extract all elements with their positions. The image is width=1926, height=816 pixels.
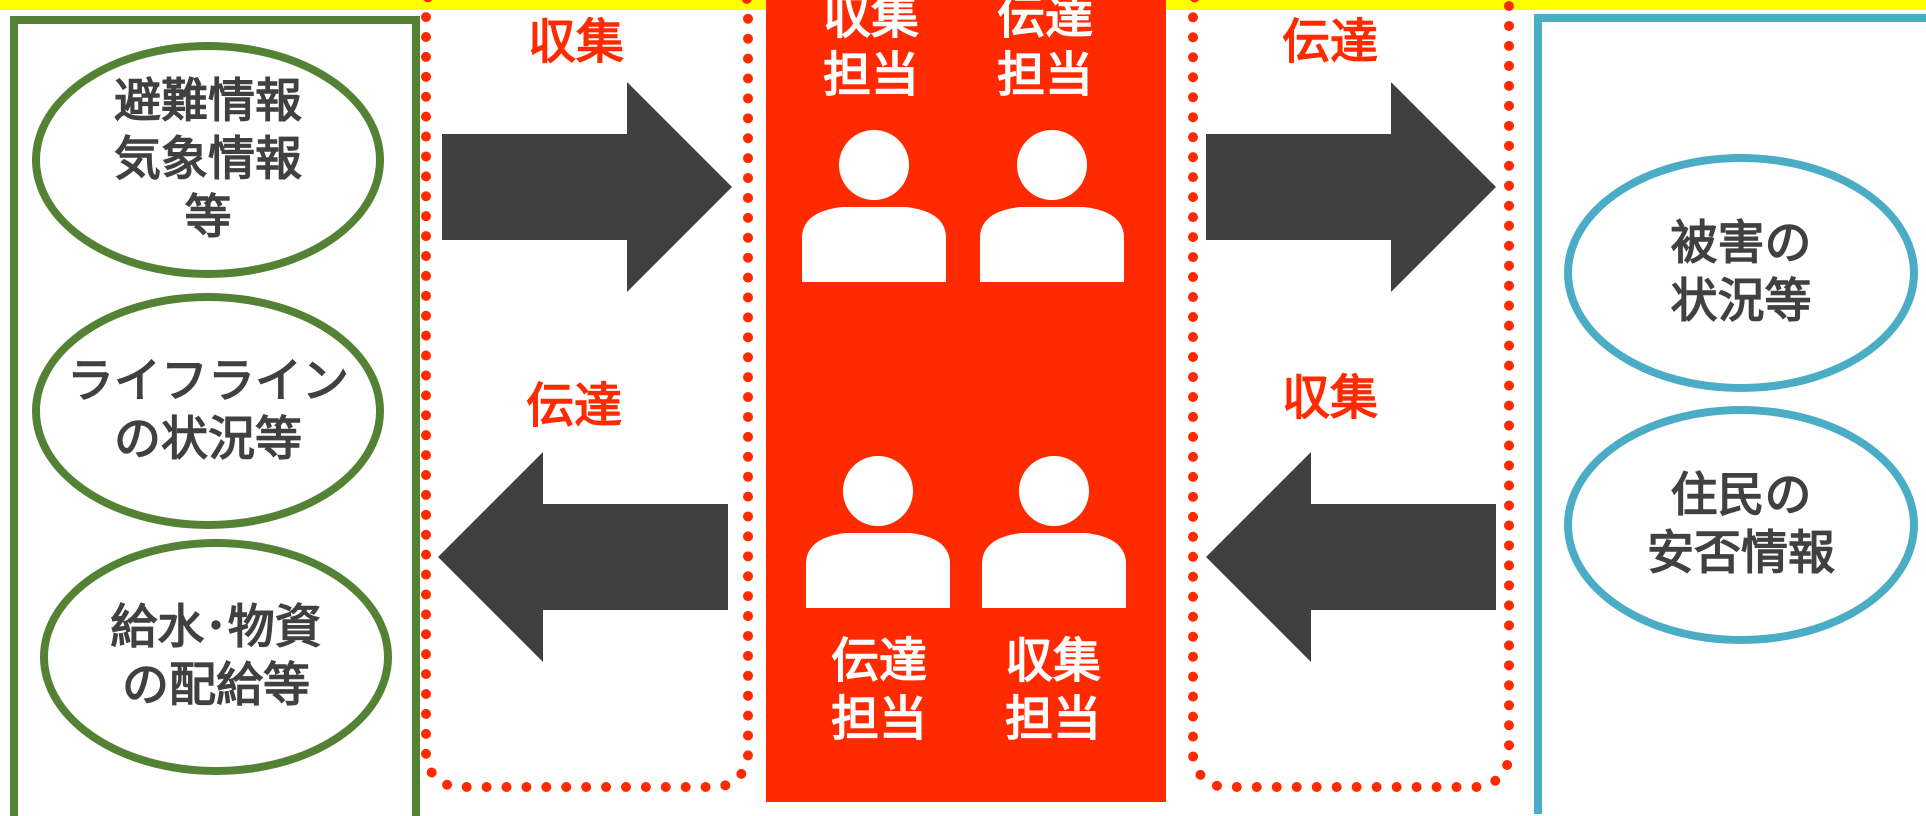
role-label-top-left: 収集 担当 xyxy=(822,0,919,103)
flow-label-left-top: 収集 xyxy=(527,14,624,70)
left-item-lifeline: ライフライン の状況等 xyxy=(32,293,384,529)
person-icon xyxy=(982,456,1126,608)
role-label-bottom-left: 伝達 担当 xyxy=(830,633,927,747)
right-item-label: 住民の 安否情報 xyxy=(1647,468,1835,581)
flow-label-right-top: 伝達 xyxy=(1281,14,1378,70)
left-item-label: 給水･物資 の配給等 xyxy=(110,600,322,713)
left-item-supply: 給水･物資 の配給等 xyxy=(40,539,392,775)
center-staff-panel xyxy=(766,0,1166,802)
right-item-damage: 被害の 状況等 xyxy=(1564,154,1918,392)
arrow-left-icon xyxy=(1206,452,1496,662)
role-label-top-right: 伝達 担当 xyxy=(996,0,1093,103)
arrow-right-icon xyxy=(442,82,732,292)
arrow-left-icon xyxy=(438,452,728,662)
left-flow-box xyxy=(421,0,753,792)
right-flow-box xyxy=(1188,0,1514,792)
left-info-panel xyxy=(10,16,420,816)
role-label-bottom-right: 収集 担当 xyxy=(1004,633,1101,747)
left-item-label: ライフライン の状況等 xyxy=(67,354,349,467)
right-item-safety: 住民の 安否情報 xyxy=(1564,406,1918,644)
flow-label-left-bottom: 伝達 xyxy=(525,378,622,434)
right-info-panel xyxy=(1534,14,1926,814)
right-item-label: 被害の 状況等 xyxy=(1670,216,1812,329)
person-icon xyxy=(802,130,946,282)
person-icon xyxy=(980,130,1124,282)
flow-label-right-bottom: 収集 xyxy=(1281,370,1378,426)
arrow-right-icon xyxy=(1206,82,1496,292)
left-item-evacuation-weather: 避難情報 気象情報 等 xyxy=(32,42,384,278)
person-icon xyxy=(806,456,950,608)
left-item-label: 避難情報 気象情報 等 xyxy=(114,74,302,245)
